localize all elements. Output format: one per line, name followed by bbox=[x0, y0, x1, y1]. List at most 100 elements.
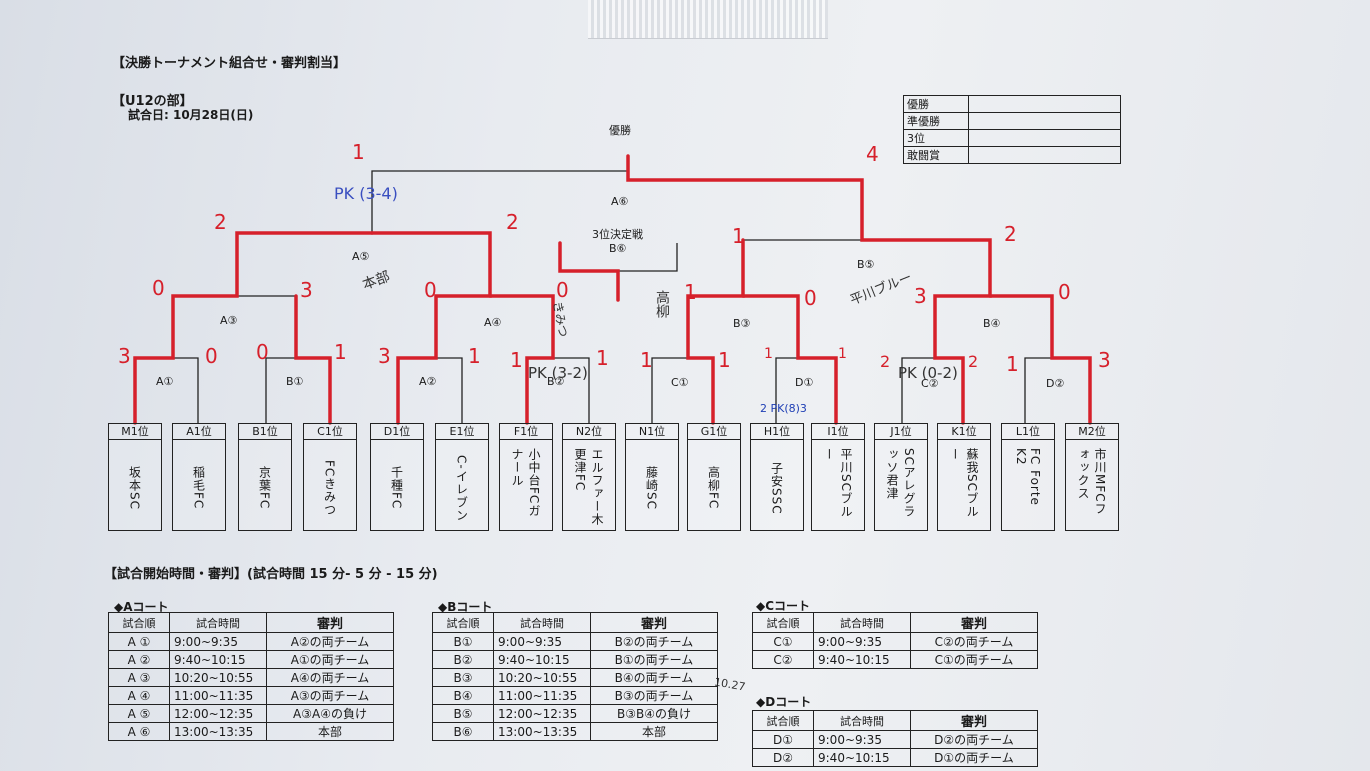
col-header-order: 試合順 bbox=[432, 612, 494, 633]
team-box: H1位子安SSC bbox=[750, 423, 804, 531]
cell-time: 11:00~11:35 bbox=[493, 686, 591, 705]
score-b3-left: 1 bbox=[684, 280, 697, 304]
cell-referee: A②の両チーム bbox=[266, 632, 394, 651]
team-seed: M1位 bbox=[109, 424, 161, 440]
cell-time: 10:20~10:55 bbox=[493, 668, 591, 687]
score-d1-left: 1 bbox=[764, 346, 773, 362]
team-seed: B1位 bbox=[239, 424, 291, 440]
col-header-order: 試合順 bbox=[108, 612, 170, 633]
cell-referee: 本部 bbox=[590, 722, 718, 741]
match-label-c1: C① bbox=[671, 376, 689, 389]
score-a4-right: 0 bbox=[556, 278, 569, 302]
team-seed: D1位 bbox=[371, 424, 423, 440]
team-box: B1位京葉FC bbox=[238, 423, 292, 531]
pencil-note-mid: 高柳 bbox=[654, 290, 670, 318]
cell-order: D② bbox=[752, 748, 814, 767]
cell-time: 9:00~9:35 bbox=[813, 632, 911, 651]
cell-order: B② bbox=[432, 650, 494, 669]
match-label-a2: A② bbox=[419, 375, 437, 388]
match-label-b3: B③ bbox=[733, 317, 751, 330]
award-value bbox=[968, 146, 1121, 164]
team-seed: C1位 bbox=[304, 424, 356, 440]
cell-order: A ② bbox=[108, 650, 170, 669]
team-box: M1位坂本SC bbox=[108, 423, 162, 531]
score-a2-right: 1 bbox=[468, 344, 481, 368]
match-label-a5: A⑤ bbox=[352, 250, 370, 263]
cell-time: 12:00~12:35 bbox=[493, 704, 591, 723]
cell-order: B③ bbox=[432, 668, 494, 687]
team-seed: K1位 bbox=[938, 424, 990, 440]
cell-time: 13:00~13:35 bbox=[169, 722, 267, 741]
third-place-title: 3位決定戦 bbox=[592, 228, 643, 241]
team-name: 京葉FC bbox=[257, 466, 272, 510]
team-name: 坂本SC bbox=[127, 466, 142, 510]
col-header-order: 試合順 bbox=[752, 710, 814, 731]
score-d1-note: 2 PK(8)3 bbox=[760, 402, 807, 415]
pencil-note-date: 10.27 bbox=[713, 675, 747, 694]
match-label-b2: B② bbox=[547, 375, 565, 388]
third-place-label: B⑥ bbox=[609, 242, 627, 255]
score-a1-right: 0 bbox=[205, 344, 218, 368]
score-c2-left: 2 bbox=[880, 352, 891, 371]
score-b2-right: 1 bbox=[596, 346, 609, 370]
final-match-label: A⑥ bbox=[611, 195, 629, 208]
score-a3-right: 3 bbox=[300, 278, 313, 302]
cell-referee: C①の両チーム bbox=[910, 650, 1038, 669]
team-box: N2位エルファー木更津FC bbox=[562, 423, 616, 531]
match-date: 試合日: 10月28日(日) bbox=[128, 108, 254, 122]
cell-time: 12:00~12:35 bbox=[169, 704, 267, 723]
cell-order: A ④ bbox=[108, 686, 170, 705]
match-label-b5: B⑤ bbox=[857, 258, 875, 271]
score-b3-right: 0 bbox=[804, 286, 817, 310]
cell-order: B① bbox=[432, 632, 494, 651]
team-name: 平川SCブルー bbox=[822, 448, 853, 518]
team-name: FCきみつ bbox=[322, 459, 337, 517]
team-name: 子安SSC bbox=[769, 461, 784, 515]
score-b1-left: 0 bbox=[256, 340, 269, 364]
cell-time: 13:00~13:35 bbox=[493, 722, 591, 741]
team-name: SCアレグラッソ君津 bbox=[885, 448, 916, 518]
court-title-a: ◆Aコート bbox=[114, 600, 169, 614]
team-seed: N2位 bbox=[563, 424, 615, 440]
team-name: FC Forte K2 bbox=[1014, 448, 1042, 506]
award-row: 敢闘賞 bbox=[903, 146, 1121, 164]
team-box: F1位小中台FCガナール bbox=[499, 423, 553, 531]
cell-order: D① bbox=[752, 730, 814, 749]
cell-referee: B④の両チーム bbox=[590, 668, 718, 687]
cell-order: C② bbox=[752, 650, 814, 669]
cell-time: 9:00~9:35 bbox=[169, 632, 267, 651]
score-b4-left: 3 bbox=[914, 284, 927, 308]
team-box: A1位稲毛FC bbox=[172, 423, 226, 531]
team-seed: E1位 bbox=[436, 424, 488, 440]
cell-order: B⑥ bbox=[432, 722, 494, 741]
cell-referee: C②の両チーム bbox=[910, 632, 1038, 651]
col-header-referee: 審判 bbox=[910, 612, 1038, 633]
team-box: I1位平川SCブルー bbox=[811, 423, 865, 531]
awards-table: 優勝 準優勝 3位 敢闘賞 bbox=[903, 95, 1121, 164]
team-seed: N1位 bbox=[626, 424, 678, 440]
cell-referee: A④の両チーム bbox=[266, 668, 394, 687]
col-header-referee: 審判 bbox=[266, 612, 394, 633]
award-label: 敢闘賞 bbox=[903, 146, 969, 164]
team-name: 藤崎SC bbox=[644, 466, 659, 510]
cell-order: A ③ bbox=[108, 668, 170, 687]
division-title: 【U12の部】 bbox=[112, 94, 193, 109]
score-d2-right: 3 bbox=[1098, 348, 1111, 372]
cell-time: 11:00~11:35 bbox=[169, 686, 267, 705]
page-title: 【決勝トーナメント組合せ・審判割当】 bbox=[112, 56, 347, 71]
match-label-b4: B④ bbox=[983, 317, 1001, 330]
score-c2-right: 2 bbox=[968, 352, 979, 371]
team-name: 蘇我SCブルー bbox=[948, 448, 979, 518]
team-seed: F1位 bbox=[500, 424, 552, 440]
cell-order: B⑤ bbox=[432, 704, 494, 723]
cell-order: C① bbox=[752, 632, 814, 651]
award-label: 優勝 bbox=[903, 95, 969, 113]
score-final-left: 1 bbox=[352, 140, 365, 164]
